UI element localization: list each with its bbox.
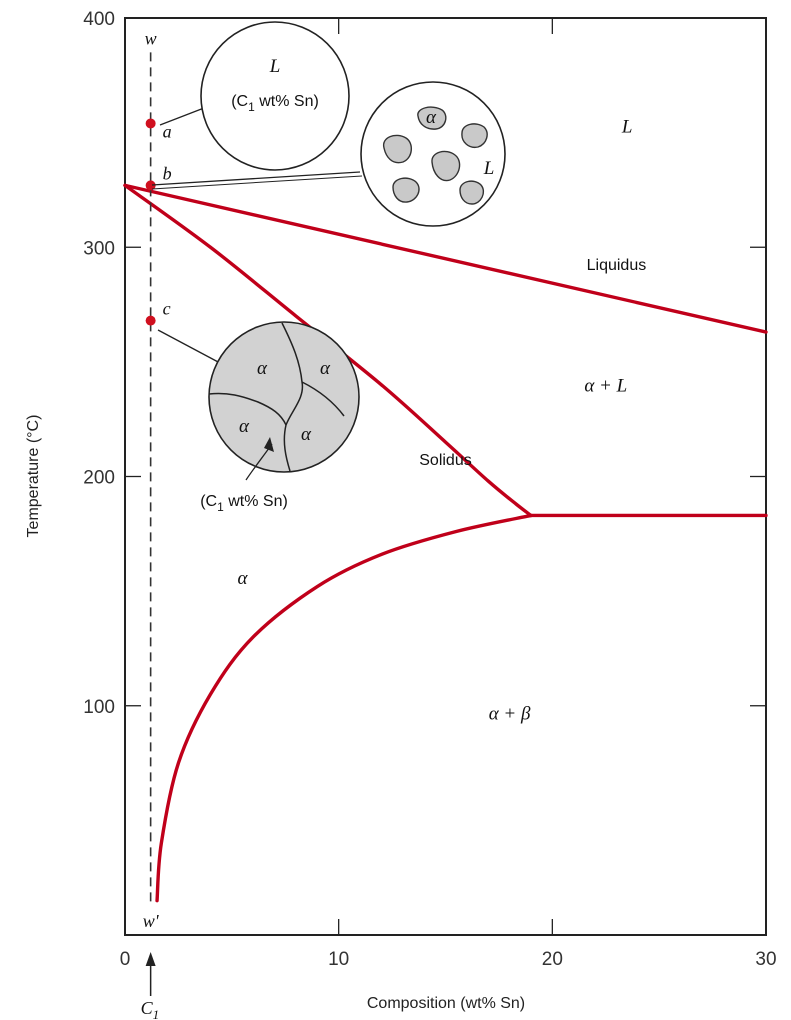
point-b <box>145 180 156 191</box>
points-layer: a b c <box>145 118 172 326</box>
inset-c-leader <box>157 329 221 364</box>
x-tick-label: 10 <box>328 949 349 970</box>
inset-b-leader-lower <box>151 175 363 190</box>
inset-liquid-comp-sub: 1 <box>248 100 255 114</box>
alpha-particle <box>382 134 412 164</box>
inset-liquid-phase: L <box>269 56 281 77</box>
region-label: L <box>621 117 633 138</box>
grain-boundary <box>281 322 304 472</box>
region-label: α + L <box>584 376 627 397</box>
point-label-b: b <box>163 163 172 183</box>
alpha-particle <box>459 180 485 205</box>
c1-main: C <box>141 998 154 1018</box>
inset-b-circle <box>360 81 506 227</box>
y-tick-label: 100 <box>83 697 115 718</box>
grain-boundary <box>208 392 287 426</box>
alpha-particle <box>417 106 447 130</box>
w-prime-label: w' <box>143 911 160 931</box>
x-axis-label: Composition (wt% Sn) <box>367 995 525 1012</box>
tick-layer: 0 10 20 30 100 200 300 400 <box>83 9 776 970</box>
inset-b-liquid-label: L <box>483 158 495 179</box>
inset-alpha-in-liquid: α L <box>151 81 506 227</box>
x-tick-label: 0 <box>120 949 131 970</box>
grain-alpha-label: α <box>320 358 331 379</box>
grain-alpha-label: α <box>301 424 312 445</box>
alpha-particle <box>431 150 461 182</box>
inset-c-composition: (C1 wt% Sn) <box>200 493 288 514</box>
inset-b-leader-upper <box>151 171 361 186</box>
inset-c-circle <box>208 321 360 473</box>
inset-liquid: L (C1 wt% Sn) <box>159 21 350 171</box>
solidus-label: Solidus <box>419 452 471 469</box>
inset-c-comp-main: (C <box>200 493 217 510</box>
inset-liquid-composition: (C1 wt% Sn) <box>231 93 319 114</box>
c1-sub: 1 <box>153 1007 160 1020</box>
inset-c-pointer-head <box>264 437 274 452</box>
inset-liquid-circle <box>200 21 350 171</box>
inset-b-alpha-label: α <box>426 107 437 128</box>
solidus-line <box>123 183 533 518</box>
alpha-particle <box>392 177 420 203</box>
point-c <box>145 315 156 326</box>
inset-liquid-comp-main: (C <box>231 93 248 110</box>
boundary-line-3 <box>155 513 533 903</box>
inset-liquid-leader <box>159 107 205 126</box>
region-label: α + β <box>489 704 531 725</box>
grain-alpha-label: α <box>239 416 250 437</box>
inset-c-comp-rest: wt% Sn) <box>224 493 288 510</box>
w-label: w <box>145 28 157 48</box>
y-axis-label: Temperature (°C) <box>25 415 42 538</box>
liquidus-label: Liquidus <box>587 257 647 274</box>
liquidus-line <box>123 183 768 334</box>
y-tick-label: 200 <box>83 468 115 489</box>
c1-label: C1 <box>141 998 160 1020</box>
x-tick-label: 20 <box>542 949 563 970</box>
point-label-c: c <box>163 299 171 319</box>
point-a <box>145 118 156 129</box>
point-label-a: a <box>163 121 172 141</box>
x-tick-label: 30 <box>755 949 776 970</box>
grain-alpha-label: α <box>257 358 268 379</box>
grain-boundary <box>301 381 345 417</box>
region-label: α <box>238 568 249 589</box>
y-tick-label: 400 <box>83 9 115 30</box>
c1-arrowhead <box>145 952 156 966</box>
alpha-particle <box>461 123 488 149</box>
c1-marker: C1 <box>141 952 160 1020</box>
series-layer <box>123 183 768 903</box>
inset-liquid-comp-rest: wt% Sn) <box>255 93 319 110</box>
y-tick-label: 300 <box>83 238 115 259</box>
plot-frame <box>124 17 767 936</box>
inset-polycrystal: α α α α (C1 wt% Sn) <box>157 321 360 514</box>
inset-c-comp-sub: 1 <box>217 500 224 514</box>
